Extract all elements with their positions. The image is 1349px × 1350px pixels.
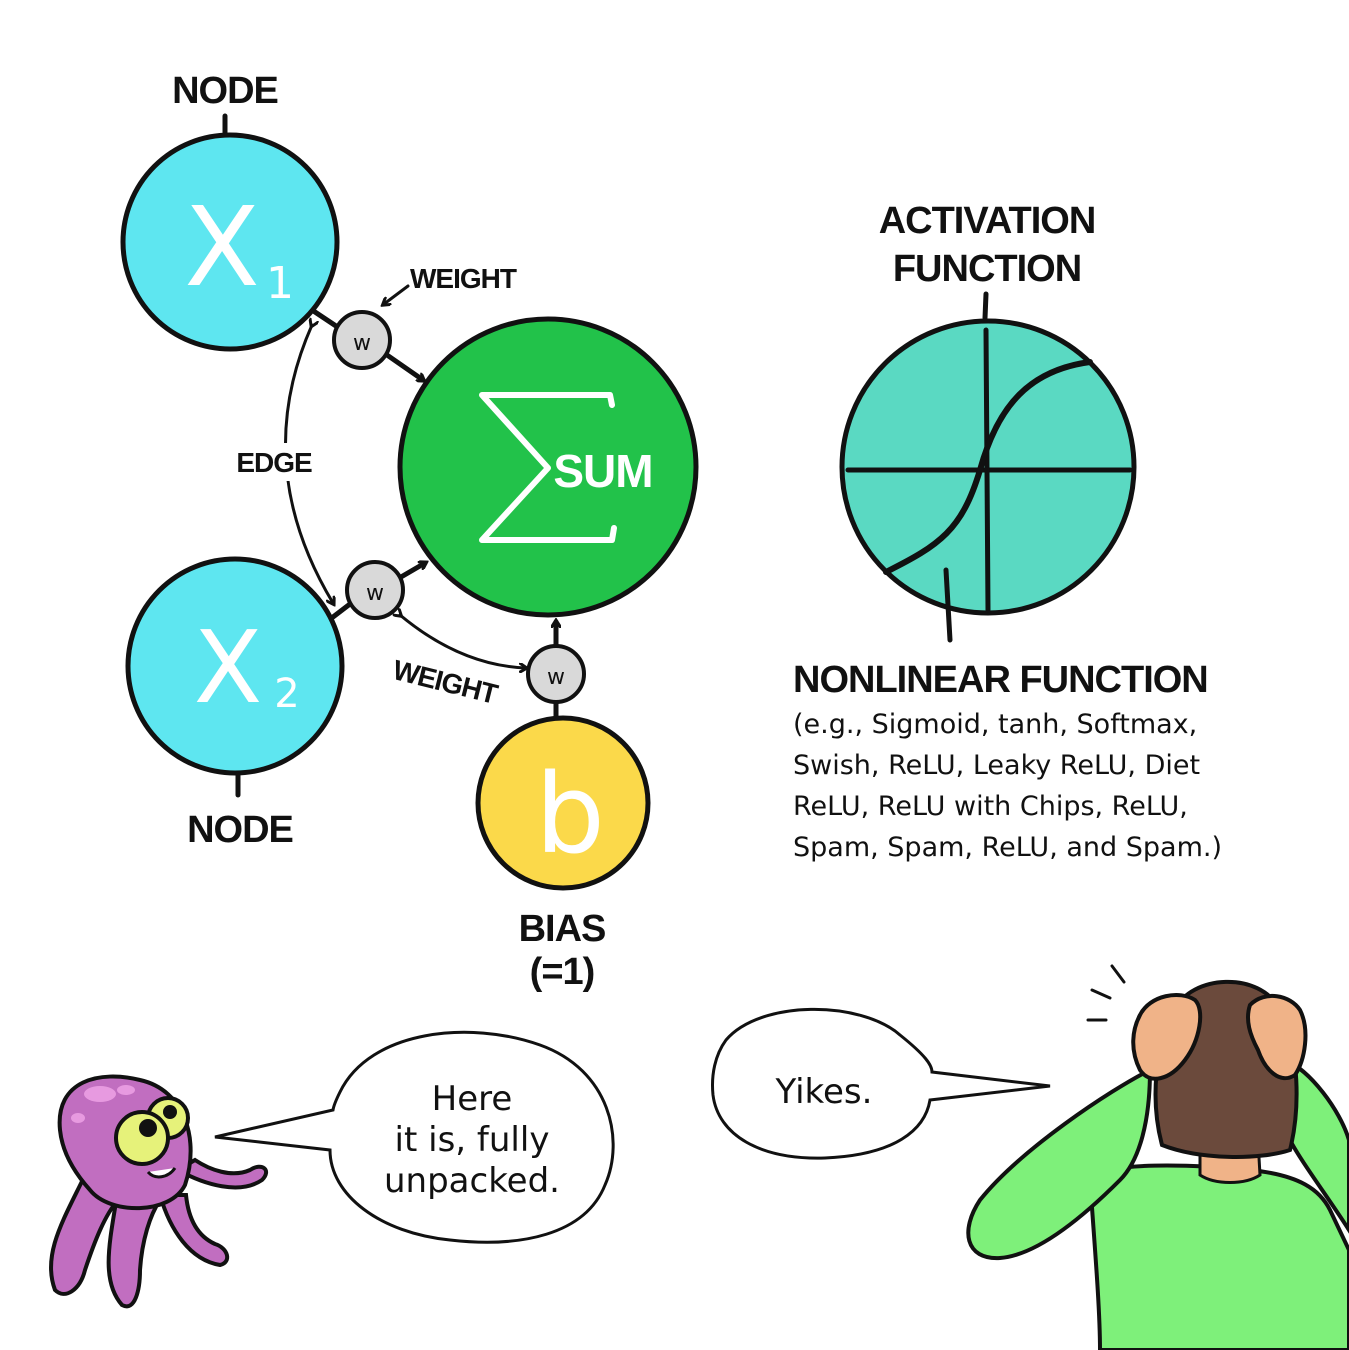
x1-subscript: 1 bbox=[266, 258, 294, 309]
activation-label-line1: ACTIVATION bbox=[879, 200, 1096, 242]
edge-label: EDGE bbox=[236, 447, 312, 478]
weight-top-pointer bbox=[384, 284, 410, 304]
input-node-x2: X 2 bbox=[125, 556, 345, 776]
activation-label-tick bbox=[982, 291, 989, 321]
sum-node: SUM bbox=[397, 316, 699, 618]
nonlinear-examples: (e.g., Sigmoid, tanh, Softmax, Swish, Re… bbox=[793, 709, 1222, 863]
sum-label: SUM bbox=[553, 445, 652, 497]
edge-x2-w2 bbox=[330, 601, 353, 620]
weight-node-3: w bbox=[526, 644, 586, 704]
weight-node-2: w bbox=[345, 560, 405, 620]
nonlinear-pointer bbox=[943, 567, 953, 643]
nonlinear-example-line: Spam, Spam, ReLU, and Spam.) bbox=[793, 832, 1222, 863]
weight-symbol-1: w bbox=[353, 331, 371, 356]
activation-label-line2: FUNCTION bbox=[893, 248, 1081, 290]
bias-node: b bbox=[475, 715, 651, 891]
weight-node-1: w bbox=[332, 310, 392, 370]
person-character bbox=[966, 964, 1349, 1350]
edge-label-bg bbox=[236, 443, 316, 481]
edge-x1-w1 bbox=[309, 307, 339, 329]
node-label-top: NODE bbox=[172, 70, 278, 112]
octopus-character bbox=[49, 1074, 269, 1309]
weight-symbol-3: w bbox=[547, 665, 565, 690]
node-label-bottom: NODE bbox=[187, 809, 293, 851]
octopus-speech-line: unpacked. bbox=[384, 1161, 560, 1201]
person-speech-text: Yikes. bbox=[775, 1072, 873, 1112]
weight-label-top: WEIGHT bbox=[410, 263, 517, 294]
bias-letter: b bbox=[535, 750, 605, 878]
x2-subscript: 2 bbox=[274, 671, 299, 717]
weight-bottom-pointer bbox=[400, 615, 525, 668]
sigma-icon bbox=[479, 392, 617, 543]
input-node-x1: X 1 bbox=[120, 132, 340, 352]
octopus-speech-line: it is, fully bbox=[395, 1120, 550, 1160]
nonlinear-example-line: ReLU, ReLU with Chips, ReLU, bbox=[793, 791, 1188, 822]
activation-node bbox=[839, 318, 1137, 616]
bias-value: (=1) bbox=[530, 951, 595, 993]
x1-letter: X bbox=[184, 183, 259, 311]
edge-w1-sum bbox=[384, 352, 423, 380]
edge-w2-sum bbox=[398, 563, 425, 580]
nonlinear-example-line: (e.g., Sigmoid, tanh, Softmax, bbox=[793, 709, 1197, 740]
activation-y-axis bbox=[983, 327, 991, 613]
nonlinear-title: NONLINEAR FUNCTION bbox=[793, 659, 1208, 701]
person-speech-bubble: Yikes. bbox=[711, 1007, 1051, 1160]
nonlinear-example-line: Swish, ReLU, Leaky ReLU, Diet bbox=[793, 750, 1200, 781]
octopus-speech-bubble: Here it is, fully unpacked. bbox=[214, 1030, 615, 1244]
x2-letter: X bbox=[194, 609, 263, 726]
bias-label: BIAS bbox=[519, 908, 606, 950]
weight-symbol-2: w bbox=[366, 581, 384, 606]
octopus-speech-line: Here bbox=[432, 1079, 513, 1119]
sigmoid-curve-icon bbox=[883, 359, 1093, 575]
